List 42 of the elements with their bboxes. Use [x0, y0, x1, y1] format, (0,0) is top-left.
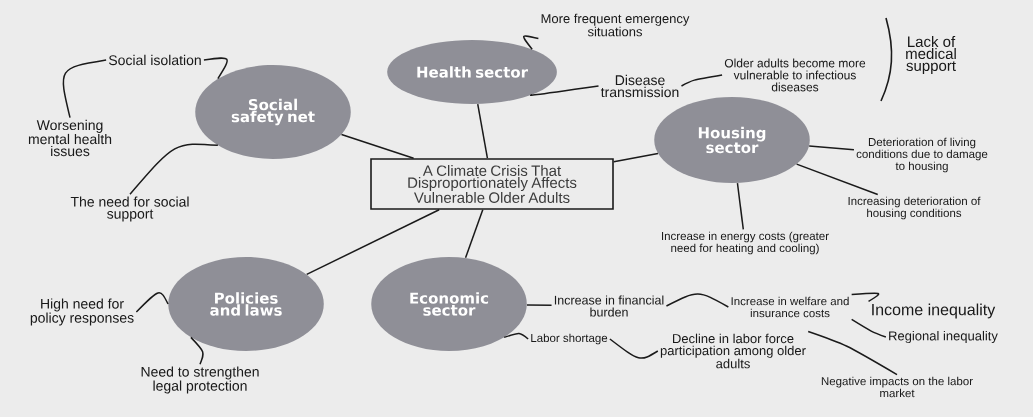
- connector-line: [62, 59, 107, 119]
- connector-line: [477, 103, 489, 159]
- connector-line: [808, 145, 855, 151]
- node-text: Decline in labor force participation among older adults: [660, 333, 806, 369]
- connector-line: [613, 152, 659, 163]
- connector-line: [665, 293, 730, 308]
- node-text: More frequent emergency situations: [541, 13, 690, 37]
- node-text: Older adults become more vulnerable to infectious diseases: [724, 58, 866, 92]
- connector-line: [306, 209, 440, 276]
- connector-line: [503, 332, 529, 340]
- connector-line: [807, 330, 898, 376]
- node-text: Regional inequality: [889, 330, 998, 344]
- node-text: Increase in welfare and insurance costs: [731, 296, 849, 318]
- node-text: The need for social support: [70, 196, 189, 222]
- node-text: Increase in financial burden: [554, 295, 664, 317]
- node-text: Worsening mental health issues: [28, 119, 112, 157]
- node-text: Increasing deterioration of housing conditions: [848, 196, 981, 220]
- connector-line: [680, 74, 723, 87]
- node-text: Deterioration of living conditions due to damage to housing: [856, 137, 988, 173]
- title-box: A Climate Crisis That Disproportionately Affects Vulnerable Older Adults: [370, 158, 614, 210]
- connector-line: [464, 209, 484, 259]
- node-text: Income inequality: [872, 303, 996, 319]
- node-text: Labor shortage: [531, 333, 608, 345]
- connector-line: [736, 182, 745, 231]
- connector-line: [850, 318, 887, 338]
- node-text: High need for policy responses: [30, 298, 134, 326]
- connector-line: [190, 336, 204, 365]
- node-text: Need to strengthen legal protection: [141, 366, 259, 394]
- node-text: Disease transmission: [600, 74, 679, 98]
- connector-line: [135, 292, 169, 313]
- connector-line: [203, 57, 228, 80]
- connector-line: [795, 163, 879, 196]
- connector-line: [850, 292, 880, 303]
- note-text: Lack of medical support: [906, 36, 956, 74]
- node-text: Negative impacts on the labor market: [821, 376, 973, 398]
- connector-line: [340, 133, 415, 159]
- node-text: Social isolation: [108, 54, 201, 66]
- connector-line: [530, 85, 600, 97]
- connector-line: [526, 304, 553, 307]
- connector-line: [129, 143, 219, 195]
- connector-line: [609, 338, 659, 359]
- node-text: Increase in energy costs (greater need for heating and cooling): [662, 231, 829, 255]
